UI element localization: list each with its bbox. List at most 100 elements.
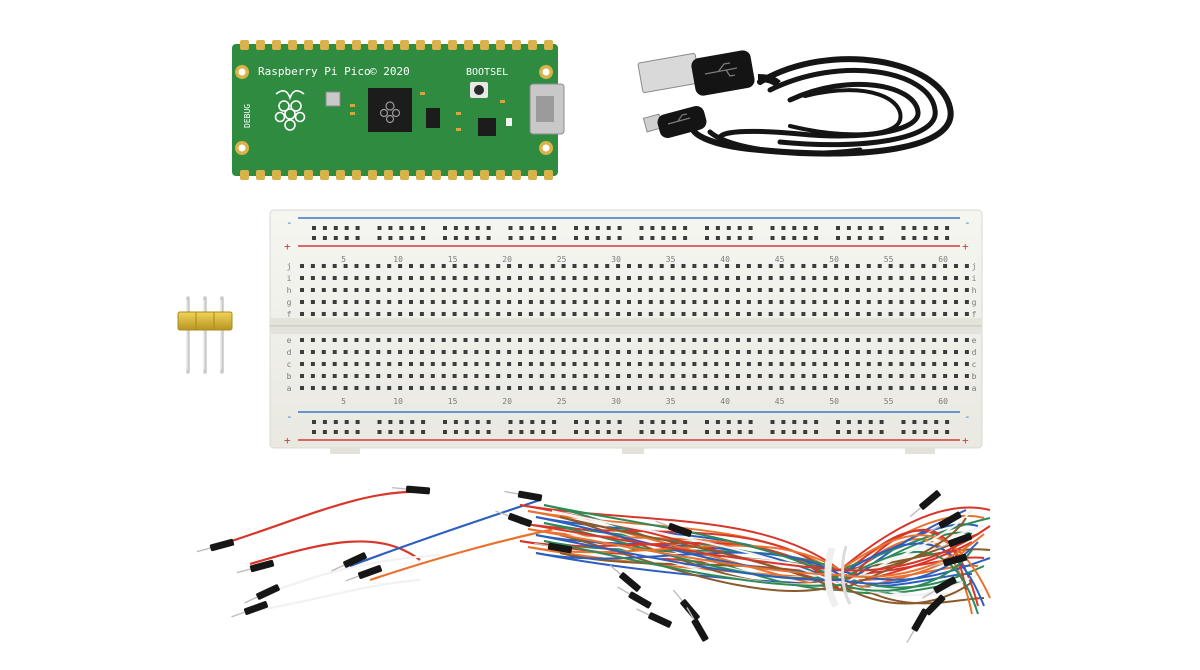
- breadboard-rail-hole: [715, 226, 720, 230]
- breadboard-hole: [354, 276, 359, 280]
- breadboard-hole: [583, 288, 588, 292]
- breadboard-foot: [330, 448, 360, 454]
- breadboard-hole: [627, 312, 631, 316]
- breadboard-hole: [310, 276, 315, 280]
- breadboard-hole: [627, 300, 631, 304]
- raspberry-pi-pico-board: Raspberry Pi Pico © 2020 BOOTSEL DEBUG: [232, 40, 565, 180]
- breadboard-hole: [485, 338, 490, 342]
- breadboard-hole: [550, 350, 555, 354]
- breadboard-hole: [910, 300, 915, 304]
- breadboard-hole: [964, 276, 969, 280]
- breadboard-hole: [463, 362, 468, 366]
- breadboard-rail-hole: [508, 226, 513, 230]
- breadboard-hole: [866, 362, 871, 366]
- breadboard-hole: [310, 350, 315, 354]
- jumper-connector: [331, 552, 367, 572]
- breadboard-hole: [845, 300, 849, 304]
- breadboard-hole: [954, 288, 958, 292]
- breadboard-hole: [801, 338, 806, 342]
- breadboard-hole: [616, 362, 621, 366]
- breadboard-hole: [725, 350, 730, 354]
- breadboard-hole: [572, 386, 577, 390]
- pico-bootsel-label: BOOTSEL: [466, 67, 508, 78]
- column-number-bottom: 50: [829, 397, 839, 406]
- bottom-rail-minus-left: -: [286, 410, 293, 423]
- breadboard-rail-hole: [377, 226, 382, 230]
- breadboard-hole: [398, 276, 403, 280]
- pico-pad: [352, 170, 361, 180]
- breadboard-rail-hole: [312, 226, 316, 230]
- breadboard-hole: [332, 288, 337, 292]
- breadboard-hole: [964, 386, 969, 390]
- jumper-wires: [196, 485, 991, 643]
- breadboard-hole: [474, 264, 479, 268]
- breadboard-rail-hole: [945, 226, 950, 230]
- breadboard-hole: [692, 350, 697, 354]
- breadboard-hole: [594, 386, 599, 390]
- breadboard-hole: [310, 312, 315, 316]
- row-letter: h: [972, 286, 977, 295]
- row-letter: d: [287, 348, 292, 357]
- breadboard-hole: [300, 374, 304, 378]
- breadboard-hole: [616, 300, 621, 304]
- column-number-top: 55: [884, 255, 894, 264]
- breadboard-rail-hole: [606, 430, 611, 434]
- column-number-bottom: 55: [884, 397, 894, 406]
- breadboard-hole: [572, 288, 577, 292]
- breadboard-hole: [594, 362, 599, 366]
- breadboard-rail-hole: [421, 430, 426, 434]
- breadboard-hole: [376, 338, 381, 342]
- breadboard-hole: [376, 350, 381, 354]
- breadboard-hole: [725, 276, 730, 280]
- breadboard-rail-hole: [377, 430, 382, 434]
- breadboard-hole: [834, 338, 839, 342]
- breadboard-hole: [779, 264, 784, 268]
- breadboard-foot: [905, 448, 935, 454]
- breadboard-hole: [964, 288, 969, 292]
- breadboard-hole: [561, 362, 566, 366]
- breadboard-hole: [834, 264, 839, 268]
- breadboard-rail-hole: [486, 420, 491, 424]
- breadboard-rail-hole: [857, 226, 862, 230]
- breadboard-hole: [746, 264, 751, 268]
- breadboard-hole: [888, 312, 893, 316]
- breadboard-rail-hole: [912, 226, 917, 230]
- breadboard-hole: [474, 374, 479, 378]
- pico-pad: [400, 40, 409, 50]
- breadboard-rail-hole: [726, 236, 731, 240]
- breadboard-hole: [681, 276, 686, 280]
- breadboard-hole: [877, 264, 882, 268]
- jumper-wire: [527, 510, 985, 577]
- breadboard-rail-hole: [715, 236, 720, 240]
- breadboard-hole: [855, 288, 860, 292]
- breadboard-hole: [866, 276, 871, 280]
- breadboard-hole: [703, 288, 708, 292]
- breadboard-hole: [932, 264, 937, 268]
- breadboard-holes: [300, 226, 969, 434]
- breadboard-hole: [605, 350, 610, 354]
- breadboard-rail-hole: [344, 420, 349, 424]
- breadboard-hole: [398, 288, 403, 292]
- breadboard-hole: [736, 276, 740, 280]
- breadboard-hole: [332, 374, 337, 378]
- breadboard-hole: [681, 350, 686, 354]
- jumper-connector: [935, 533, 973, 550]
- breadboard-rail-hole: [595, 420, 600, 424]
- breadboard-hole: [539, 264, 544, 268]
- breadboard-hole: [823, 264, 828, 268]
- breadboard-rail-hole: [595, 430, 600, 434]
- breadboard-hole: [583, 276, 588, 280]
- breadboard-hole: [768, 350, 773, 354]
- breadboard-rail-hole: [650, 236, 655, 240]
- breadboard-hole: [714, 386, 719, 390]
- breadboard-hole: [812, 288, 817, 292]
- breadboard-hole: [463, 374, 468, 378]
- breadboard-hole: [496, 386, 501, 390]
- breadboard-hole: [648, 300, 653, 304]
- breadboard-hole: [943, 264, 948, 268]
- breadboard-rail-hole: [803, 420, 808, 424]
- breadboard-rail-hole: [661, 430, 666, 434]
- column-number-bottom: 60: [938, 397, 948, 406]
- jumper-connector: [655, 520, 693, 537]
- breadboard-rail-hole: [901, 236, 906, 240]
